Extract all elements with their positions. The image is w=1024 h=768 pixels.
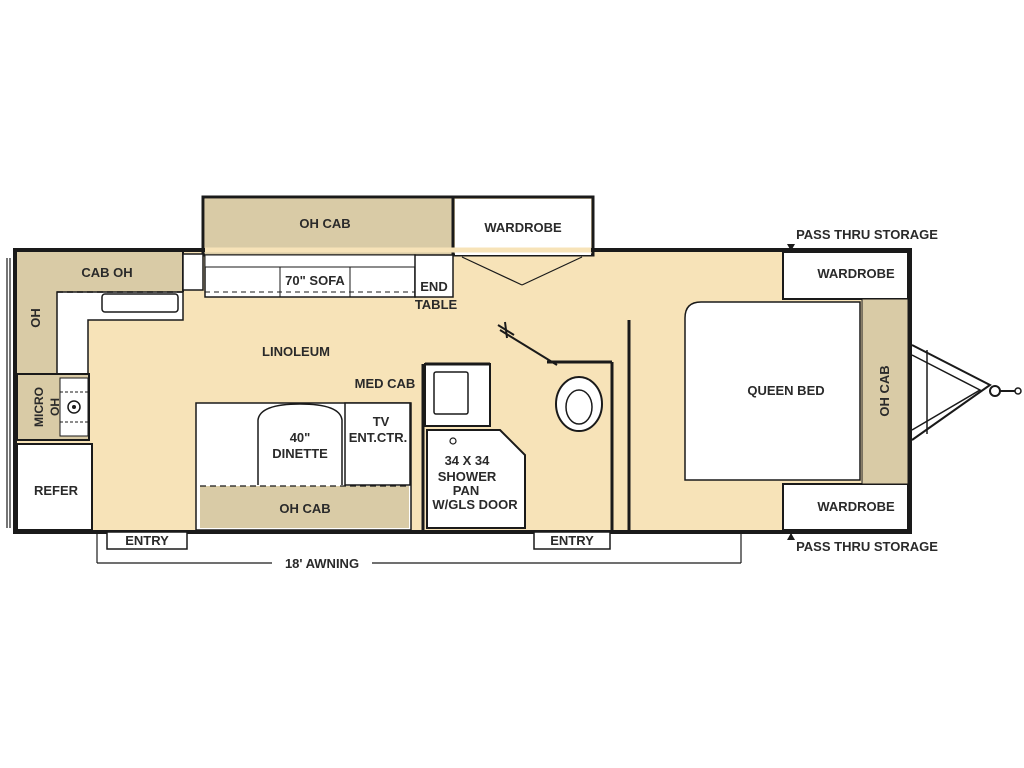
awning-label: 18' AWNING (285, 556, 359, 571)
hitch-tongue (911, 344, 992, 441)
oh-cab-top-label: OH CAB (299, 216, 350, 231)
wardrobe-right-bottom (782, 483, 909, 531)
entry-left-label: ENTRY (125, 533, 169, 548)
pass-thru-storage-top-label: PASS THRU STORAGE (796, 227, 938, 242)
wardrobe-right-bottom-label: WARDROBE (817, 499, 895, 514)
tv-label-2: ENT.CTR. (349, 430, 408, 445)
refrigerator (16, 443, 93, 531)
queen-bed-label: QUEEN BED (747, 383, 824, 398)
queen-bed (684, 301, 861, 481)
bath-sink (433, 371, 469, 415)
micro-label-2: OH (48, 398, 62, 416)
cab-oh-label: CAB OH (81, 265, 132, 280)
shower-drain-icon (449, 437, 457, 445)
wardrobe-right-top (782, 251, 909, 300)
linoleum-label: LINOLEUM (262, 344, 330, 359)
entry-right (533, 531, 611, 550)
shower-label-1: 34 X 34 (445, 453, 491, 468)
end-table-label-2: TABLE (415, 297, 458, 312)
oh-cab-bottom (200, 486, 409, 528)
entry-right-label: ENTRY (550, 533, 594, 548)
oh-left-label: OH (28, 308, 43, 328)
end-table (414, 254, 454, 298)
wardrobe-top (455, 199, 591, 255)
oh-cab-top (205, 199, 453, 255)
oh-cab-right (861, 298, 909, 485)
entry-left (106, 531, 188, 550)
dinette-label-2: DINETTE (272, 446, 328, 461)
kitchen-sink (101, 293, 179, 313)
tv-ent-center (344, 402, 411, 486)
wardrobe-right-top-label: WARDROBE (817, 266, 895, 281)
hitch-coupler-icon (989, 385, 1001, 397)
burner-icon (67, 400, 81, 414)
oh-left-cabinet (17, 252, 57, 374)
shower-label-3: PAN (453, 483, 479, 498)
shower-label-4: W/GLS DOOR (432, 497, 518, 512)
oh-cab-right-label: OH CAB (877, 365, 892, 416)
toilet-icon (555, 376, 603, 432)
shower (426, 429, 526, 529)
shower-label-2: SHOWER (438, 469, 497, 484)
dinette-label-1: 40" (290, 430, 311, 445)
end-table-label-1: END (420, 279, 447, 294)
pass-thru-storage-bottom-label: PASS THRU STORAGE (796, 539, 938, 554)
sofa-label: 70" SOFA (285, 273, 345, 288)
refer-label: REFER (34, 483, 79, 498)
oh-cab-bottom-label: OH CAB (279, 501, 330, 516)
micro-label-1: MICRO (32, 387, 46, 427)
wardrobe-top-label: WARDROBE (484, 220, 562, 235)
med-cab-label: MED CAB (355, 376, 416, 391)
tv-label-1: TV (373, 414, 390, 429)
